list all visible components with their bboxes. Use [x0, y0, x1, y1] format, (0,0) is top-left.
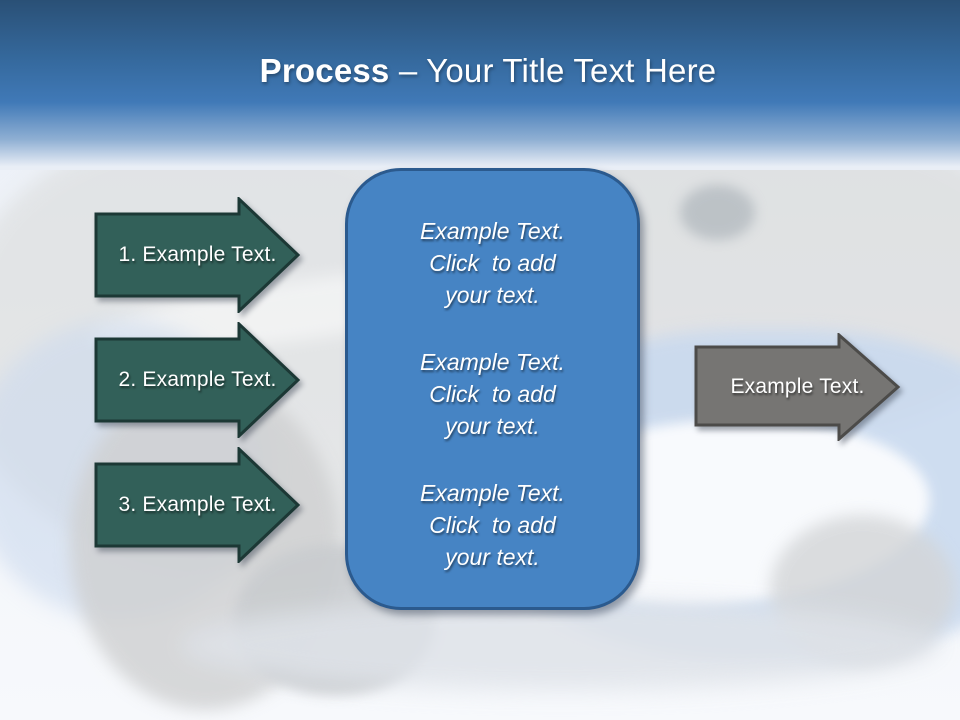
bg-car-windshield-accent: [680, 185, 755, 240]
step-arrow-1[interactable]: 1. Example Text.: [94, 197, 301, 313]
content-panel[interactable]: Example Text. Click to add your text. Ex…: [345, 168, 640, 610]
panel-text-line: Click to add: [429, 381, 556, 407]
output-arrow-label: Example Text.: [730, 375, 865, 398]
panel-text-line: your text.: [445, 413, 540, 439]
slide-title-rest: – Your Title Text Here: [389, 52, 717, 89]
panel-text-line: Example Text.: [420, 218, 565, 244]
panel-text-block-3[interactable]: Example Text. Click to add your text.: [362, 477, 623, 573]
bg-ground-shadow: [180, 600, 940, 690]
step-arrow-3-label: 3. Example Text.: [118, 493, 277, 516]
output-arrow[interactable]: Example Text.: [694, 333, 901, 441]
panel-text-line: Click to add: [429, 250, 556, 276]
step-arrow-2[interactable]: 2. Example Text.: [94, 322, 301, 438]
step-arrow-2-label: 2. Example Text.: [118, 368, 277, 391]
panel-text-line: Example Text.: [420, 349, 565, 375]
slide-title[interactable]: Process – Your Title Text Here: [8, 52, 960, 90]
panel-text-block-1[interactable]: Example Text. Click to add your text.: [362, 215, 623, 311]
step-arrow-1-label: 1. Example Text.: [118, 243, 277, 266]
panel-text-block-2[interactable]: Example Text. Click to add your text.: [362, 346, 623, 442]
panel-text-line: Example Text.: [420, 480, 565, 506]
panel-text-line: your text.: [445, 282, 540, 308]
step-arrow-3[interactable]: 3. Example Text.: [94, 447, 301, 563]
output-arrow-shape: [694, 333, 901, 441]
panel-text-line: your text.: [445, 544, 540, 570]
slide-title-keyword: Process: [259, 52, 390, 89]
title-bar: Process – Your Title Text Here: [0, 0, 960, 170]
step-arrow-3-shape: [94, 447, 301, 563]
step-arrow-2-shape: [94, 322, 301, 438]
panel-text-line: Click to add: [429, 512, 556, 538]
step-arrow-1-shape: [94, 197, 301, 313]
